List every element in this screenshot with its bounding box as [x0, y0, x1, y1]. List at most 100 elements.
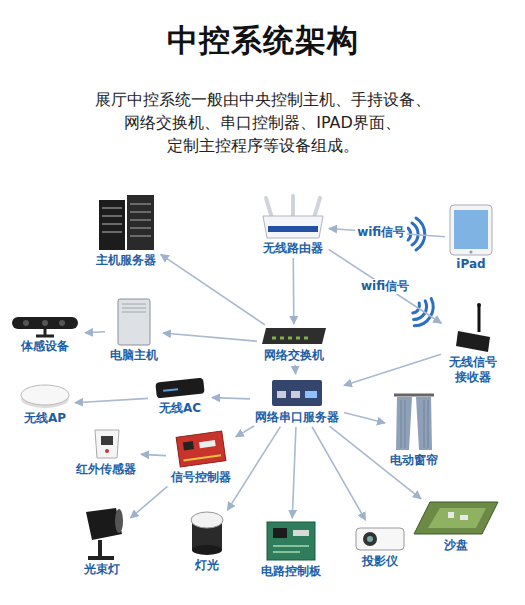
device-label: 电脑主机	[110, 348, 158, 363]
device-label: 沙盘	[444, 538, 468, 553]
sensor-lens	[23, 320, 29, 326]
connector-arrow	[236, 426, 254, 437]
edge-label-patch: wifi信号	[359, 279, 411, 294]
sensor-lens	[59, 320, 65, 326]
connector-arrow	[75, 398, 148, 402]
connector-arrow	[329, 249, 442, 323]
device-node: 无线AP	[17, 383, 73, 426]
device-node: 无线路由器	[259, 196, 327, 256]
signal-label: wifi信号	[355, 225, 407, 240]
lamp-icon	[191, 512, 223, 555]
connector-arrow	[141, 454, 166, 455]
device-node: 光束灯	[75, 508, 129, 577]
connector-arrow	[163, 333, 257, 341]
page-title: 中控系统架构	[167, 20, 359, 62]
sensor-stand	[36, 329, 54, 336]
intro-text: 展厅中控系统一般由中央控制主机、手持设备、 网络交换机、串口控制器、IPAD界面…	[82, 88, 443, 157]
wave-arc	[414, 301, 431, 323]
beam-lens	[115, 509, 123, 533]
connector-arrow	[161, 254, 265, 324]
ac-controller-icon	[155, 378, 204, 399]
wave-arc	[413, 303, 422, 315]
device-node: 主机服务器	[93, 194, 159, 268]
device-node: 体感设备	[7, 315, 83, 354]
device-node: 电路控制板	[258, 520, 324, 579]
wave-arc	[412, 223, 418, 245]
device-label: 光束灯	[84, 562, 120, 577]
device-node: 投影仪	[351, 522, 409, 569]
connector-arrow	[292, 258, 294, 324]
wave-arc	[408, 228, 411, 240]
device-node: 信号控制器	[168, 430, 234, 485]
connector-arrow	[344, 354, 441, 385]
pc-grille	[122, 304, 146, 312]
device-node: 电动窗帘	[387, 393, 441, 468]
receiver-antenna	[478, 306, 481, 332]
ac-body	[155, 378, 204, 399]
device-label: 无线AP	[24, 411, 66, 426]
pc-tower-icon	[118, 299, 150, 345]
beam-stand	[88, 540, 114, 558]
device-node: 无线信号 接收器	[443, 303, 503, 385]
ap-base	[21, 390, 69, 408]
device-label: 网络串口服务器	[255, 410, 339, 425]
server-rack-icon	[99, 195, 154, 250]
ir-window	[101, 436, 113, 445]
pcb-chip	[273, 528, 287, 538]
router-body	[263, 216, 323, 238]
access-point-icon	[21, 385, 69, 408]
receiver-body	[456, 331, 490, 352]
device-node: iPad	[447, 205, 495, 272]
controller-chip	[183, 441, 194, 450]
device-label: 投影仪	[362, 554, 398, 569]
switch-icon	[262, 328, 326, 344]
ipad-body	[450, 205, 492, 255]
wave-arc	[414, 299, 438, 331]
connector-arrow	[85, 331, 105, 333]
table-terrain	[428, 508, 486, 528]
connector-arrow	[212, 398, 250, 399]
device-label: 网络交换机	[264, 348, 324, 363]
lamp-top	[191, 512, 223, 528]
device-label: 体感设备	[21, 339, 69, 354]
device-node: 灯光	[184, 512, 230, 573]
device-label: 电动窗帘	[390, 453, 438, 468]
curtain-drape	[416, 397, 432, 450]
table-building	[448, 512, 454, 518]
server-slots	[102, 204, 151, 236]
antenna-tip	[477, 303, 481, 307]
device-label: 主机服务器	[96, 253, 156, 268]
signal-controller-icon	[176, 431, 226, 467]
router-icon	[263, 196, 323, 238]
ac-light	[163, 389, 178, 391]
curtain-icon	[394, 395, 434, 450]
connector-arrow	[294, 365, 296, 374]
pcb	[267, 522, 315, 560]
router-antennas	[266, 196, 320, 218]
connector-arrow	[131, 486, 168, 518]
table-building	[460, 515, 468, 520]
device-label: 无线信号 接收器	[446, 355, 500, 385]
wifi-waves	[408, 218, 425, 250]
serial-server-icon	[272, 380, 322, 406]
connector-arrow	[292, 427, 296, 518]
device-node: 网络串口服务器	[252, 376, 342, 425]
circuit-board-icon	[267, 522, 315, 560]
projector-glass	[367, 536, 373, 542]
edge-label-patch: wifi信号	[355, 225, 407, 240]
device-label: iPad	[456, 257, 485, 272]
controller-pins	[183, 455, 221, 460]
lamp-body	[192, 520, 222, 550]
curtain-folds	[401, 400, 428, 448]
curtain-drape	[396, 397, 412, 450]
pcb-connector	[293, 530, 309, 536]
beam-housing	[86, 508, 122, 540]
ir-body	[95, 430, 119, 458]
ap-top	[21, 385, 69, 405]
projector-lens	[363, 532, 377, 546]
device-label: 灯光	[195, 558, 219, 573]
connector-arrow	[227, 427, 280, 511]
serial-port	[305, 391, 317, 398]
server-tower	[99, 200, 125, 250]
